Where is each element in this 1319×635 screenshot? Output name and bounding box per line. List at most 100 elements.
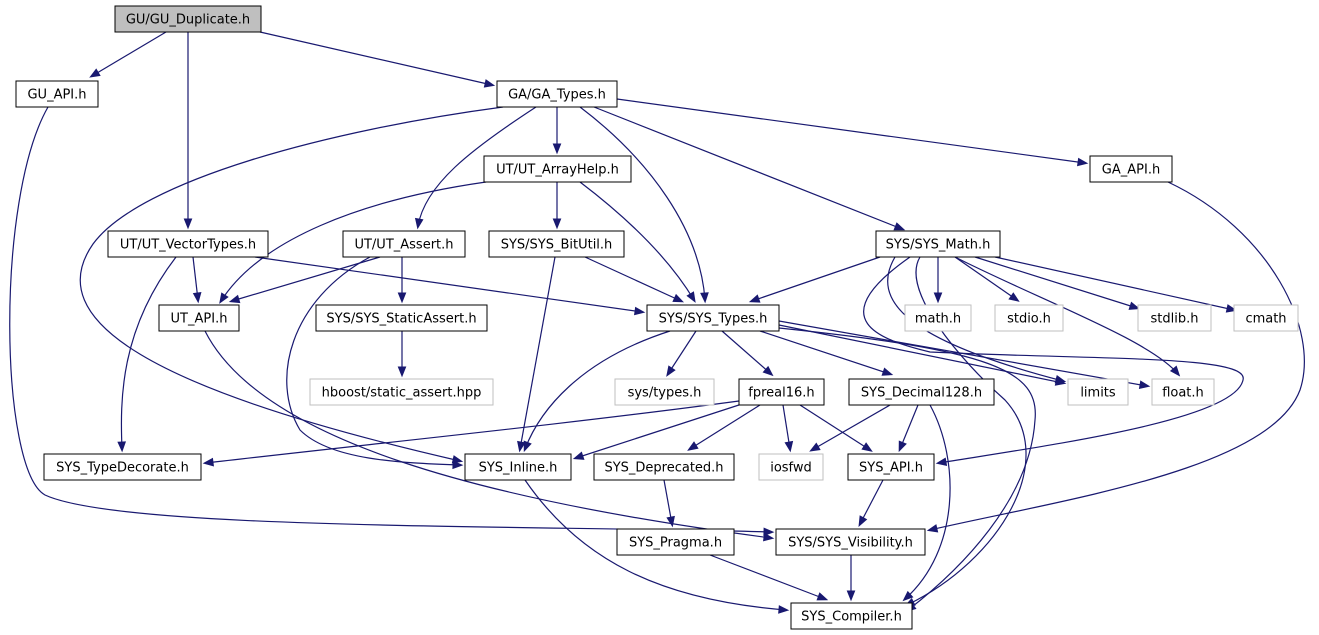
edge-line xyxy=(863,256,1244,464)
edge-fpreal16-to-inline xyxy=(572,403,743,460)
edge-fpreal16-to-sysapi xyxy=(799,404,873,452)
node-decimal[interactable]: SYS_Decimal128.h xyxy=(848,378,995,406)
edge-line xyxy=(616,98,1086,164)
node-label: stdlib.h xyxy=(1151,312,1199,327)
edge-decimal-to-compiler xyxy=(902,404,951,602)
edge-arrowhead xyxy=(926,524,939,533)
edge-systypes-to-inline xyxy=(523,330,671,453)
node-box xyxy=(904,304,972,332)
node-label: SYS/SYS_Visibility.h xyxy=(788,536,913,551)
edge-arrowhead xyxy=(935,457,948,467)
edge-systypes-to-fpreal16 xyxy=(721,330,774,377)
node-hboost: hboost/static_assert.hpp xyxy=(309,378,494,406)
edge-arrowhead xyxy=(228,294,241,304)
node-box xyxy=(775,528,926,556)
edge-vectypes-to-utapi xyxy=(192,256,202,304)
node-box xyxy=(616,528,735,556)
node-deprecated[interactable]: SYS_Deprecated.h xyxy=(593,453,735,481)
edge-arrowhead xyxy=(451,455,464,464)
node-label: SYS_Decimal128.h xyxy=(861,386,982,401)
node-label: hboost/static_assert.hpp xyxy=(322,386,482,401)
edge-systypes-to-systypesh xyxy=(666,330,697,377)
node-inline[interactable]: SYS_Inline.h xyxy=(464,453,572,481)
node-systypesh: sys/types.h xyxy=(614,378,715,406)
edge-line xyxy=(205,400,740,464)
edge-line xyxy=(974,256,1138,309)
edge-arrowhead xyxy=(809,442,821,452)
node-utassert[interactable]: UT/UT_Assert.h xyxy=(342,230,466,258)
edge-bitutil-to-inline xyxy=(517,256,556,453)
edge-inline-to-compiler xyxy=(524,479,790,614)
edge-utassert-to-staticassert xyxy=(397,257,407,304)
node-box xyxy=(114,5,262,33)
node-label: UT_API.h xyxy=(171,312,228,327)
edge-arrowhead xyxy=(397,366,407,378)
edge-arrowhead xyxy=(666,515,675,528)
node-label: SYS_Compiler.h xyxy=(801,610,902,625)
edge-gatypes-to-arrayhelp xyxy=(552,107,562,155)
edge-arrowhead xyxy=(202,457,214,467)
node-box xyxy=(107,230,269,258)
edge-arrowhead xyxy=(192,292,202,304)
node-guapi[interactable]: GU_API.h xyxy=(15,80,99,108)
edge-line xyxy=(709,554,826,600)
node-box xyxy=(758,453,824,481)
edge-arrowhead xyxy=(778,605,790,614)
node-sysmath[interactable]: SYS/SYS_Math.h xyxy=(875,230,1001,258)
edge-arrowhead xyxy=(572,451,585,460)
edge-fpreal16-to-typedecorate xyxy=(202,400,740,467)
edge-line xyxy=(799,404,871,451)
node-box xyxy=(738,378,825,406)
node-sysapi[interactable]: SYS_API.h xyxy=(847,453,935,481)
node-pragma[interactable]: SYS_Pragma.h xyxy=(616,528,735,556)
edge-arrowhead xyxy=(666,365,676,377)
edge-arrowhead xyxy=(881,367,894,376)
node-utapi[interactable]: UT_API.h xyxy=(158,304,240,332)
edge-arrowhead xyxy=(523,440,532,453)
edge-arrowhead xyxy=(858,515,868,528)
edge-line xyxy=(524,330,671,450)
node-label: GA_API.h xyxy=(1102,163,1160,178)
node-label: limits xyxy=(1080,386,1116,401)
node-bitutil[interactable]: SYS/SYS_BitUtil.h xyxy=(488,230,625,258)
node-label: iosfwd xyxy=(770,461,812,476)
node-label: SYS/SYS_Math.h xyxy=(886,238,991,253)
edge-arrowhead xyxy=(517,440,526,453)
edge-arrowhead xyxy=(762,365,774,377)
edge-arrowhead xyxy=(1138,380,1151,389)
node-visibility[interactable]: SYS/SYS_Visibility.h xyxy=(775,528,926,556)
node-compiler[interactable]: SYS_Compiler.h xyxy=(790,602,913,630)
node-gaapi[interactable]: GA_API.h xyxy=(1089,155,1173,183)
node-systypes[interactable]: SYS/SYS_Types.h xyxy=(646,304,780,332)
edge-systypes-to-limits xyxy=(778,324,1067,386)
node-arrayhelp[interactable]: UT/UT_ArrayHelp.h xyxy=(483,155,632,183)
edge-line xyxy=(79,106,504,462)
edge-line xyxy=(220,181,487,302)
node-box xyxy=(1233,304,1299,332)
edge-decimal-to-sysapi xyxy=(898,404,919,453)
edge-gaapi-to-visibility xyxy=(926,181,1305,533)
edge-line xyxy=(579,181,695,301)
node-staticassert[interactable]: SYS/SYS_StaticAssert.h xyxy=(315,304,488,332)
node-box xyxy=(646,304,780,332)
node-stdlib: stdlib.h xyxy=(1137,304,1212,332)
edge-visibility-to-compiler xyxy=(846,555,856,602)
node-typedecorate[interactable]: SYS_TypeDecorate.h xyxy=(43,453,202,481)
edge-systypes-to-decimal xyxy=(759,330,894,376)
node-limits: limits xyxy=(1067,378,1129,406)
edge-sysmath-to-sysapi xyxy=(863,256,1244,467)
node-float: float.h xyxy=(1151,378,1215,406)
edge-line xyxy=(120,256,177,450)
node-gatypes[interactable]: GA/GA_Types.h xyxy=(496,80,618,108)
node-label: GA/GA_Types.h xyxy=(508,88,606,103)
node-label: SYS_Deprecated.h xyxy=(604,461,723,476)
node-fpreal16[interactable]: fpreal16.h xyxy=(738,378,825,406)
node-label: SYS/SYS_StaticAssert.h xyxy=(326,312,476,327)
node-label: stdio.h xyxy=(1007,312,1051,327)
node-box xyxy=(309,378,494,406)
node-iosfwd: iosfwd xyxy=(758,453,824,481)
edge-line xyxy=(929,181,1305,531)
edge-line xyxy=(254,256,643,313)
node-label: math.h xyxy=(915,312,961,327)
node-vectypes[interactable]: UT/UT_VectorTypes.h xyxy=(107,230,269,258)
